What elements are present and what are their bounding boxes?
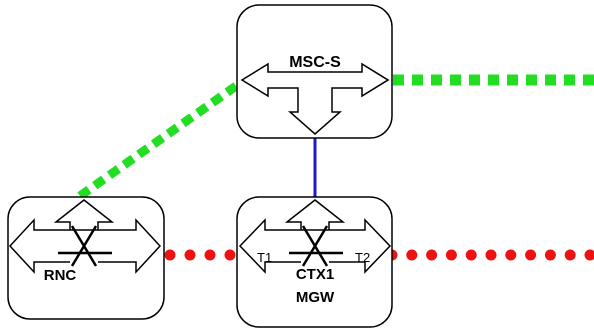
- rnc-switch-icon: [70, 225, 98, 267]
- rnc-label: RNC: [44, 267, 77, 284]
- rnc-left-arrow-icon: [8, 218, 70, 274]
- rnc-box: [7, 196, 165, 320]
- mgw-label-line1: CTX1: [296, 266, 334, 283]
- msc-label: MSC-S: [289, 54, 341, 71]
- rnc-top-arrow-icon: [53, 199, 115, 231]
- mgw-top-arrow-icon: [284, 199, 346, 231]
- rnc-node: RNC: [7, 196, 165, 320]
- mgw-port-t2: T2: [355, 250, 370, 265]
- mgw-left-arrow-icon: [238, 218, 301, 274]
- mgw-port-t1: T1: [257, 250, 272, 265]
- mgw-node: T1 T2 CTX1 MGW: [236, 196, 393, 328]
- mgw-right-arrow-icon: [329, 218, 392, 274]
- link-rnc-msc: [77, 82, 239, 200]
- msc-node: MSC-S: [236, 4, 393, 139]
- mgw-label-line2: MGW: [296, 289, 335, 306]
- mgw-switch-icon: [301, 225, 329, 267]
- rnc-right-arrow-icon: [98, 218, 162, 274]
- msc-arrow-icon: [240, 62, 390, 135]
